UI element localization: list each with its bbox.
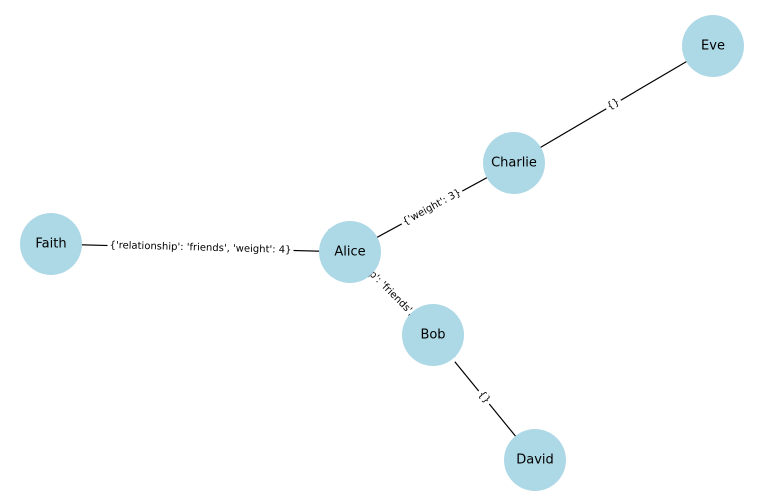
node-charlie: Charlie bbox=[483, 132, 545, 194]
edge-label-background bbox=[398, 185, 466, 230]
edge-label-background bbox=[107, 239, 294, 257]
node-circle bbox=[682, 15, 744, 77]
edge-label-alice-charlie: {'weight': 3} bbox=[398, 185, 466, 230]
node-label: Faith bbox=[35, 237, 66, 252]
node-circle bbox=[504, 429, 566, 491]
node-bob: Bob bbox=[402, 304, 464, 366]
node-label: Charlie bbox=[491, 156, 537, 171]
node-alice: Alice bbox=[319, 221, 381, 283]
edge-label-bob-david: {} bbox=[473, 386, 495, 409]
node-label: Bob bbox=[420, 328, 445, 343]
node-david: David bbox=[504, 429, 566, 491]
edge-label-background bbox=[473, 386, 495, 409]
node-circle bbox=[483, 132, 545, 194]
node-faith: Faith bbox=[20, 213, 82, 275]
node-label: Eve bbox=[701, 39, 725, 54]
node-circle bbox=[319, 221, 381, 283]
node-circle bbox=[402, 304, 464, 366]
node-circle bbox=[20, 213, 82, 275]
node-eve: Eve bbox=[682, 15, 744, 77]
edge-label-text: {'weight': 3} bbox=[401, 187, 463, 228]
edge-label-faith-alice: {'relationship': 'friends', 'weight': 4} bbox=[107, 239, 294, 257]
edge-label-charlie-eve: {} bbox=[602, 94, 625, 115]
edge-label-text: {'relationship': 'friends', 'weight': 4} bbox=[109, 240, 291, 256]
node-label: Alice bbox=[334, 245, 365, 260]
node-label: David bbox=[516, 453, 554, 468]
edge-label-background bbox=[602, 94, 625, 115]
